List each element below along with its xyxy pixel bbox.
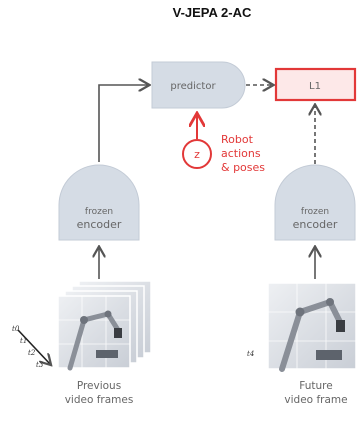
time-label-t1: t1	[20, 337, 27, 345]
future-caption-line-1: Future	[299, 380, 332, 392]
left-encoder-line2: encoder	[77, 218, 122, 231]
robot-arm-image	[67, 310, 122, 371]
right-encoder-line2: encoder	[293, 218, 338, 231]
latent-z: z	[182, 139, 212, 169]
previous-caption-line-1: Previous	[77, 380, 121, 392]
previous-frames-stack	[57, 280, 152, 371]
time-label-t3: t3	[36, 361, 44, 369]
time-label-t2: t2	[28, 349, 36, 357]
encoder-to-predictor-arrow	[98, 85, 148, 162]
future-robot-arm-image	[279, 298, 345, 372]
diagram-title: V-JEPA 2-AC	[173, 5, 252, 20]
left-encoder-line1: frozen	[85, 207, 113, 217]
loss-box: L1	[274, 67, 357, 102]
loss-label: L1	[309, 81, 321, 92]
annotation-line-2: actions	[221, 147, 261, 160]
predictor-label: predictor	[170, 81, 216, 92]
right-encoder: frozen encoder	[274, 164, 356, 241]
time-axis-arrow	[17, 329, 50, 364]
predictor-block: predictor	[151, 61, 246, 109]
annotation-line-1: Robot	[221, 133, 254, 146]
previous-caption-line-2: video frames	[65, 394, 134, 406]
right-encoder-line1: frozen	[301, 207, 329, 217]
left-encoder: frozen encoder	[58, 164, 140, 241]
annotation-line-3: & poses	[221, 161, 265, 174]
future-frame	[267, 282, 357, 372]
future-time-label: t4	[247, 350, 254, 358]
robot-annotation: Robot actions & poses	[221, 133, 265, 174]
time-label-t0: t0	[12, 325, 20, 333]
latent-z-label: z	[194, 148, 200, 161]
future-caption-line-2: video frame	[284, 394, 347, 406]
